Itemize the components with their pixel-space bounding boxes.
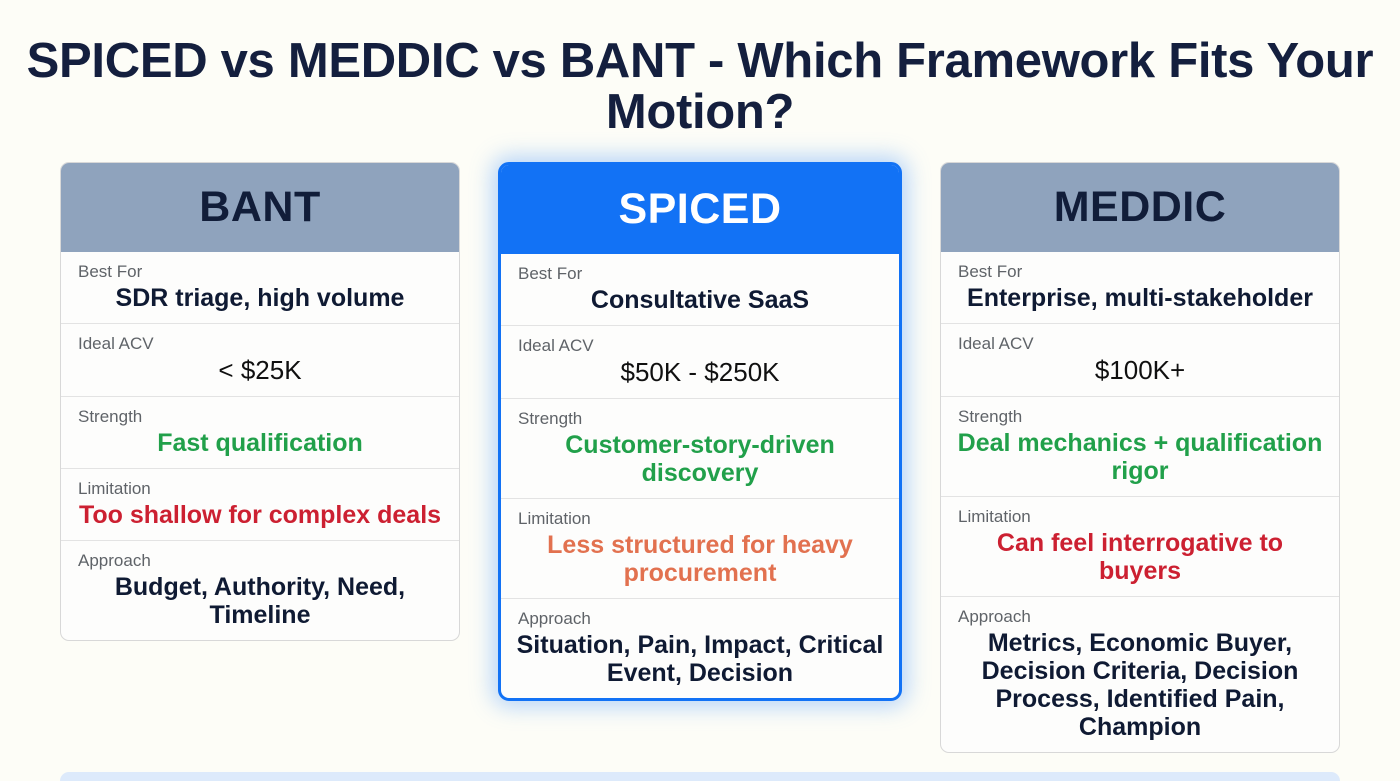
row-value-limitation: Less structured for heavy procurement	[547, 531, 853, 588]
row-value-approach: Budget, Authority, Need, Timeline	[114, 573, 406, 630]
row-value-limitation: Too shallow for complex deals	[78, 501, 442, 530]
row-value-limitation: Can feel interrogative to buyers	[996, 529, 1284, 586]
card-header-meddic: MEDDIC	[941, 162, 1339, 252]
framework-card-spiced: SPICED Best For Consultative SaaS Ideal …	[498, 161, 902, 702]
row-approach: Approach Situation, Pain, Impact, Critic…	[501, 598, 899, 698]
row-value-strength: Fast qualification	[157, 429, 363, 458]
row-label-strength: Strength	[78, 407, 143, 427]
framework-card-list: BANT Best For SDR triage, high volume Id…	[0, 139, 1400, 754]
row-value-strength: Customer-story-driven discovery	[565, 431, 835, 488]
row-ideal-acv: Ideal ACV $50K - $250K	[501, 324, 899, 398]
row-value-ideal-acv: $100K+	[1094, 355, 1186, 386]
card-header-bant: BANT	[61, 162, 459, 252]
row-limitation: Limitation Too shallow for complex deals	[61, 468, 459, 540]
row-label-strength: Strength	[518, 409, 583, 429]
card-rows-bant: Best For SDR triage, high volume Ideal A…	[61, 252, 459, 641]
row-best-for: Best For Enterprise, multi-stakeholder	[941, 252, 1339, 323]
row-label-ideal-acv: Ideal ACV	[958, 333, 1034, 353]
row-strength: Strength Fast qualification	[61, 396, 459, 468]
row-label-approach: Approach	[78, 551, 151, 571]
row-limitation: Limitation Less structured for heavy pro…	[501, 498, 899, 598]
row-strength: Strength Deal mechanics + qualification …	[941, 396, 1339, 496]
row-value-strength: Deal mechanics + qualification rigor	[957, 429, 1323, 486]
summary-banner: Best teams layer all three - BANT to scr…	[60, 772, 1340, 781]
row-label-best-for: Best For	[518, 263, 583, 283]
row-label-best-for: Best For	[958, 261, 1023, 281]
row-label-strength: Strength	[958, 407, 1023, 427]
row-label-approach: Approach	[958, 607, 1031, 627]
row-value-best-for: SDR triage, high volume	[115, 283, 405, 312]
page-title: SPICED vs MEDDIC vs BANT - Which Framewo…	[26, 34, 1374, 140]
row-limitation: Limitation Can feel interrogative to buy…	[941, 496, 1339, 596]
row-strength: Strength Customer-story-driven discovery	[501, 398, 899, 498]
row-best-for: Best For SDR triage, high volume	[61, 252, 459, 323]
row-value-approach: Situation, Pain, Impact, Critical Event,…	[516, 631, 884, 688]
row-label-limitation: Limitation	[518, 509, 591, 529]
row-label-ideal-acv: Ideal ACV	[518, 335, 594, 355]
row-label-limitation: Limitation	[958, 507, 1031, 527]
row-label-approach: Approach	[518, 609, 591, 629]
row-label-ideal-acv: Ideal ACV	[78, 333, 154, 353]
row-value-best-for: Consultative SaaS	[590, 285, 810, 314]
row-ideal-acv: Ideal ACV < $25K	[61, 322, 459, 396]
row-best-for: Best For Consultative SaaS	[501, 254, 899, 325]
card-rows-spiced: Best For Consultative SaaS Ideal ACV $50…	[501, 254, 899, 699]
framework-card-meddic: MEDDIC Best For Enterprise, multi-stakeh…	[940, 161, 1340, 754]
card-rows-meddic: Best For Enterprise, multi-stakeholder I…	[941, 252, 1339, 753]
framework-card-bant: BANT Best For SDR triage, high volume Id…	[60, 161, 460, 642]
card-header-spiced: SPICED	[501, 164, 899, 254]
row-label-best-for: Best For	[78, 261, 143, 281]
row-label-limitation: Limitation	[78, 479, 151, 499]
row-value-ideal-acv: < $25K	[218, 355, 302, 386]
row-approach: Approach Budget, Authority, Need, Timeli…	[61, 540, 459, 640]
row-value-ideal-acv: $50K - $250K	[620, 357, 780, 388]
row-value-approach: Metrics, Economic Buyer, Decision Criter…	[981, 629, 1299, 742]
row-value-best-for: Enterprise, multi-stakeholder	[967, 283, 1313, 312]
row-approach: Approach Metrics, Economic Buyer, Decisi…	[941, 596, 1339, 752]
row-ideal-acv: Ideal ACV $100K+	[941, 322, 1339, 396]
